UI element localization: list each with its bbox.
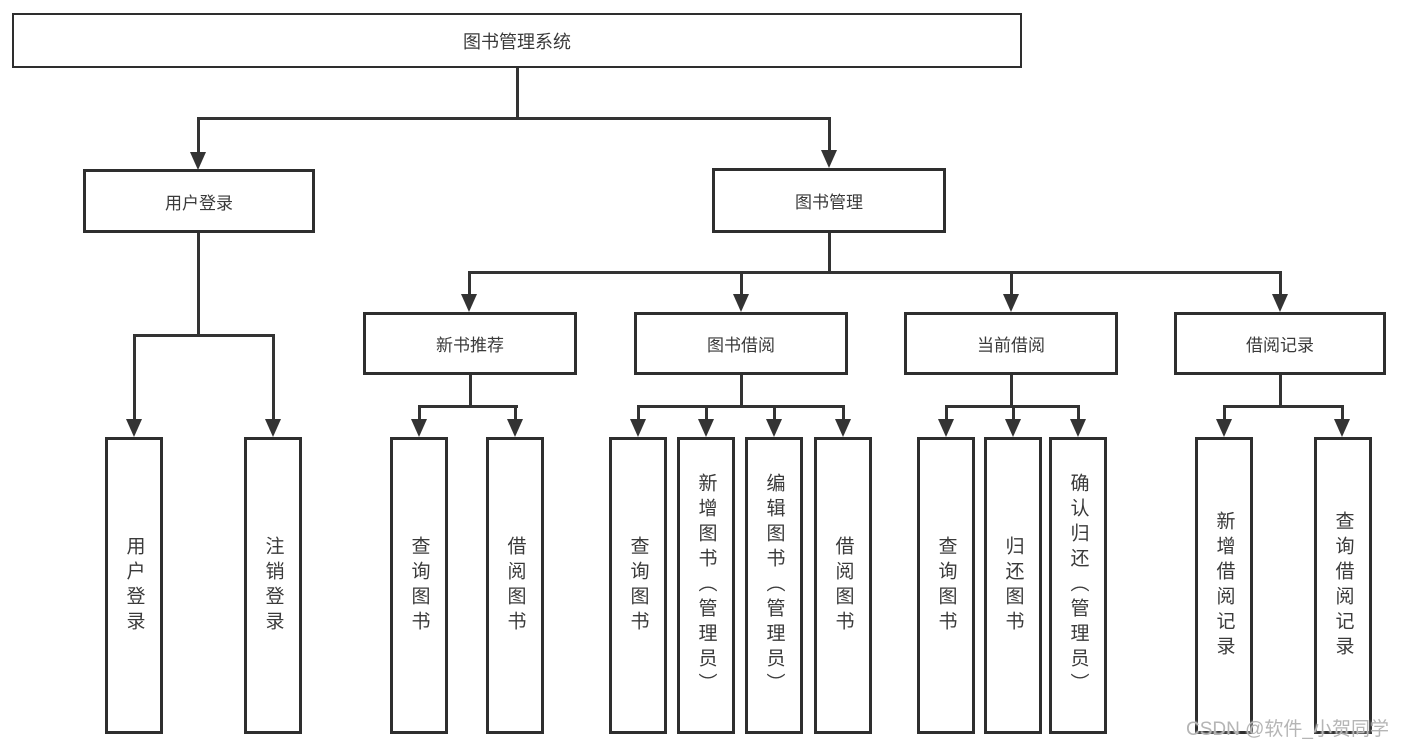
connector-vline (1010, 271, 1013, 296)
connector-hline (1223, 405, 1344, 408)
connector-hline (468, 271, 1282, 274)
connector-vline (828, 232, 831, 274)
connector-vline (1279, 373, 1282, 408)
connector-vline (1279, 271, 1282, 296)
connector-vline (945, 405, 948, 421)
node-user-login: 用户登录 (83, 169, 315, 233)
connector-hline (133, 334, 275, 337)
connector-vline (740, 373, 743, 408)
connector-vline (514, 405, 517, 421)
connector-vline (1012, 405, 1015, 421)
connector-vline (418, 405, 421, 421)
arrowhead-down (698, 419, 714, 437)
connector-vline (637, 405, 640, 421)
connector-vline (468, 271, 471, 296)
node-root: 图书管理系统 (12, 13, 1022, 68)
arrowhead-down (1334, 419, 1350, 437)
leaf-logout: 注销登录 (244, 437, 302, 734)
connector-vline (197, 117, 200, 154)
node-current-borrow: 当前借阅 (904, 312, 1118, 375)
arrowhead-down (1272, 294, 1288, 312)
connector-vline (272, 334, 275, 421)
leaf-borrow-book-1: 借阅图书 (486, 437, 544, 734)
leaf-add-book-admin: 新增图书（管理员） (677, 437, 735, 734)
leaf-return-book: 归还图书 (984, 437, 1042, 734)
connector-vline (1341, 405, 1344, 421)
arrowhead-down (835, 419, 851, 437)
node-new-book-recommend: 新书推荐 (363, 312, 577, 375)
connector-hline (418, 405, 518, 408)
arrowhead-down (821, 150, 837, 168)
arrowhead-down (265, 419, 281, 437)
arrowhead-down (630, 419, 646, 437)
connector-vline (197, 232, 200, 337)
leaf-query-book-3: 查询图书 (917, 437, 975, 734)
arrowhead-down (1070, 419, 1086, 437)
connector-vline (516, 67, 519, 119)
arrowhead-down (411, 419, 427, 437)
connector-vline (842, 405, 845, 421)
csdn-watermark: CSDN @软件_小贺同学 (1186, 719, 1389, 740)
connector-vline (773, 405, 776, 421)
node-book-borrow: 图书借阅 (634, 312, 848, 375)
connector-vline (1010, 373, 1013, 408)
leaf-query-book-1: 查询图书 (390, 437, 448, 734)
arrowhead-down (507, 419, 523, 437)
connector-vline (740, 271, 743, 296)
arrowhead-down (1216, 419, 1232, 437)
connector-vline (1077, 405, 1080, 421)
connector-vline (133, 334, 136, 421)
arrowhead-down (126, 419, 142, 437)
connector-hline (197, 117, 831, 120)
arrowhead-down (938, 419, 954, 437)
arrowhead-down (766, 419, 782, 437)
node-book-management: 图书管理 (712, 168, 946, 233)
leaf-query-borrow-record: 查询借阅记录 (1314, 437, 1372, 734)
arrowhead-down (190, 152, 206, 170)
leaf-edit-book-admin: 编辑图书（管理员） (745, 437, 803, 734)
leaf-query-book-2: 查询图书 (609, 437, 667, 734)
arrowhead-down (733, 294, 749, 312)
node-borrow-record: 借阅记录 (1174, 312, 1386, 375)
connector-hline (637, 405, 845, 408)
leaf-add-borrow-record: 新增借阅记录 (1195, 437, 1253, 734)
arrowhead-down (1003, 294, 1019, 312)
connector-vline (469, 373, 472, 408)
leaf-confirm-return-admin: 确认归还（管理员） (1049, 437, 1107, 734)
leaf-user-login: 用户登录 (105, 437, 163, 734)
connector-vline (1223, 405, 1226, 421)
connector-vline (828, 117, 831, 152)
leaf-borrow-book-2: 借阅图书 (814, 437, 872, 734)
arrowhead-down (1005, 419, 1021, 437)
connector-vline (705, 405, 708, 421)
arrowhead-down (461, 294, 477, 312)
